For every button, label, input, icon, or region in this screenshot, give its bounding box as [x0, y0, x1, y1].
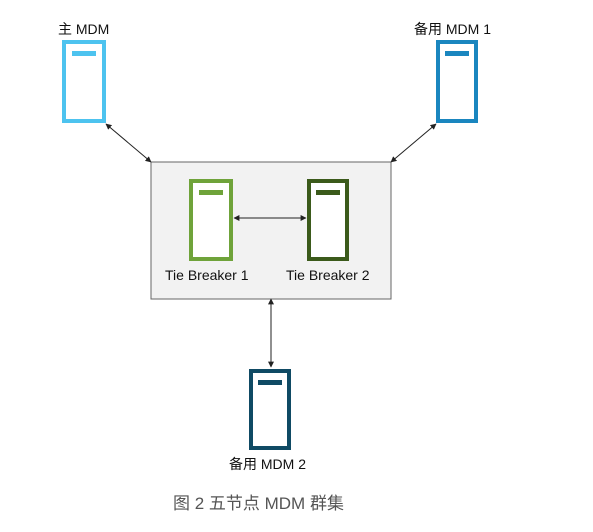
backup-mdm-2-node: 备用 MDM 2 — [229, 369, 306, 472]
server-icon — [436, 40, 478, 123]
backup-mdm-1-label: 备用 MDM 1 — [414, 21, 491, 37]
tie-breaker-2-label: Tie Breaker 2 — [286, 267, 370, 283]
tie-breaker-1-node: Tie Breaker 1 — [165, 179, 249, 283]
server-icon — [249, 369, 291, 450]
server-icon — [307, 179, 349, 261]
tie-breaker-2-node: Tie Breaker 2 — [286, 179, 370, 283]
figure-caption: 图 2 五节点 MDM 群集 — [173, 494, 344, 513]
tie-breaker-1-label: Tie Breaker 1 — [165, 267, 249, 283]
backup-mdm-1-node: 备用 MDM 1 — [414, 21, 491, 123]
backup-mdm-2-label: 备用 MDM 2 — [229, 456, 306, 472]
primary-mdm-label: 主 MDM — [58, 21, 109, 37]
primary-mdm-node: 主 MDM — [58, 21, 109, 123]
connector-backup1-to-cluster — [390, 123, 437, 163]
connector-primary-to-cluster — [105, 123, 152, 163]
server-icon — [189, 179, 233, 261]
server-icon — [62, 40, 106, 123]
